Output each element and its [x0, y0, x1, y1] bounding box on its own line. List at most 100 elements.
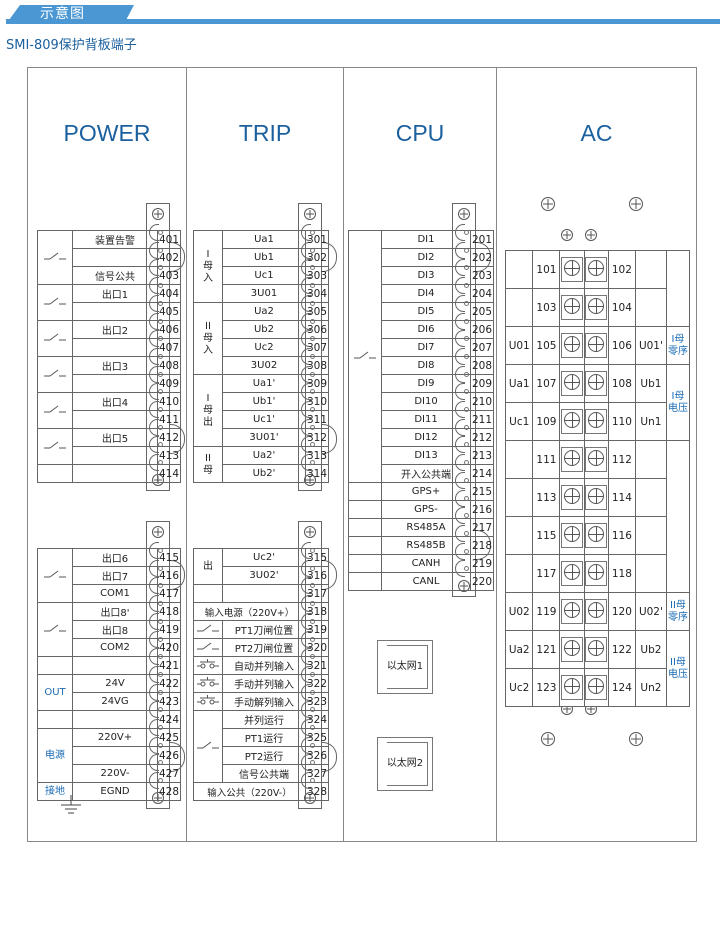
empty-group	[37, 464, 73, 483]
terminal-screw-icon	[564, 260, 581, 276]
header-tab-label: 示意图	[40, 6, 85, 22]
terminal-label: DI11	[381, 410, 471, 429]
relay-contact-icon	[44, 441, 66, 448]
terminal-screw-icon	[564, 336, 581, 352]
out-group-label: OUT	[44, 686, 66, 698]
terminal-label: 输入公共（220V-）	[193, 782, 306, 801]
empty-group	[348, 554, 382, 573]
ac-left-label: Uc2	[504, 668, 534, 707]
ac-left-label	[504, 288, 534, 327]
ground-icon	[61, 795, 81, 814]
terminal-label: 出口2	[72, 320, 158, 339]
relay-contact-icon	[44, 570, 66, 577]
terminal-label: DI4	[381, 284, 471, 303]
ac-terminal-screw	[583, 250, 609, 289]
terminal-label: 出口5	[72, 428, 158, 447]
terminal-row: 421	[37, 656, 181, 675]
ac-terminal-screw	[559, 288, 585, 327]
terminal-label: Uc2	[222, 338, 306, 357]
relay-group	[37, 320, 73, 357]
terminal-number: 210	[470, 392, 494, 411]
ac-right-label: Un2	[634, 668, 667, 707]
ac-right-number: 104	[607, 288, 636, 327]
terminal-label: DI1	[381, 230, 471, 249]
terminal-row: 405	[38, 302, 181, 321]
terminal-label	[72, 410, 158, 429]
terminal-label	[72, 464, 158, 483]
terminal-lug-icon	[585, 229, 597, 241]
switch-group	[193, 620, 223, 639]
ac-right-number: 118	[607, 554, 636, 593]
mount-screw-icon	[304, 526, 316, 538]
pushbutton-icon	[197, 676, 219, 686]
ac-terminal-screw	[583, 288, 609, 327]
terminal-label	[72, 302, 158, 321]
terminal-number: 307	[305, 338, 329, 357]
ac-right-label: U01'	[634, 326, 667, 365]
terminal-row: 输入电源（220V+）318	[193, 602, 329, 621]
terminal-screw-icon	[588, 450, 605, 466]
empty-group	[348, 536, 382, 555]
empty-group	[193, 584, 223, 603]
terminal-number: 201	[470, 230, 494, 249]
ac-left-label	[504, 478, 534, 517]
terminal-number: 214	[470, 464, 494, 483]
terminal-label: 信号公共端	[222, 764, 306, 783]
terminal-label: 出口6	[72, 548, 158, 567]
terminal-label: 24VG	[72, 692, 158, 711]
terminal-number: 317	[305, 584, 329, 603]
ac-left-label: U02	[504, 592, 534, 631]
terminal-label: Ua2'	[222, 446, 306, 465]
ac-left-number: 115	[532, 516, 561, 555]
relay-contact-icon	[44, 333, 66, 340]
terminal-row: 输入公共（220V-）328	[193, 782, 329, 801]
terminal-number: 220	[470, 572, 494, 591]
terminal-label: Uc1	[222, 266, 306, 285]
terminal-screw-icon	[588, 640, 605, 656]
pushbutton-icon	[197, 658, 219, 668]
terminal-label: 输入电源（220V+）	[193, 602, 306, 621]
terminal-screw-icon	[588, 298, 605, 314]
terminal-label: EGND	[72, 782, 158, 801]
terminal-number: 412	[157, 428, 181, 447]
bus-group: I 母 出	[193, 374, 223, 447]
terminal-number: 408	[157, 356, 181, 375]
ac-left-number: 121	[532, 630, 561, 669]
terminal-row: 220V-427	[38, 764, 181, 783]
terminal-label: 出口3	[72, 356, 158, 375]
terminal-label: Ua1	[222, 230, 306, 249]
terminal-label: 3U02'	[222, 566, 306, 585]
terminal-number: 310	[305, 392, 329, 411]
mount-screw-icon	[304, 208, 316, 220]
ac-terminal-screw	[559, 364, 585, 403]
terminal-label: DI6	[381, 320, 471, 339]
terminal-label: Uc2'	[222, 548, 306, 567]
terminal-label: PT2运行	[222, 746, 306, 765]
terminal-number: 218	[470, 536, 494, 555]
terminal-row: 402	[38, 248, 181, 267]
terminal-label: RS485A	[381, 518, 471, 537]
ac-terminal-screw	[559, 478, 585, 517]
terminal-label: 出口7	[72, 566, 158, 585]
ac-terminal-screw	[583, 326, 609, 365]
terminal-number: 409	[157, 374, 181, 393]
terminal-number: 215	[470, 482, 494, 501]
ac-left-number: 123	[532, 668, 561, 707]
ac-right-number: 124	[607, 668, 636, 707]
